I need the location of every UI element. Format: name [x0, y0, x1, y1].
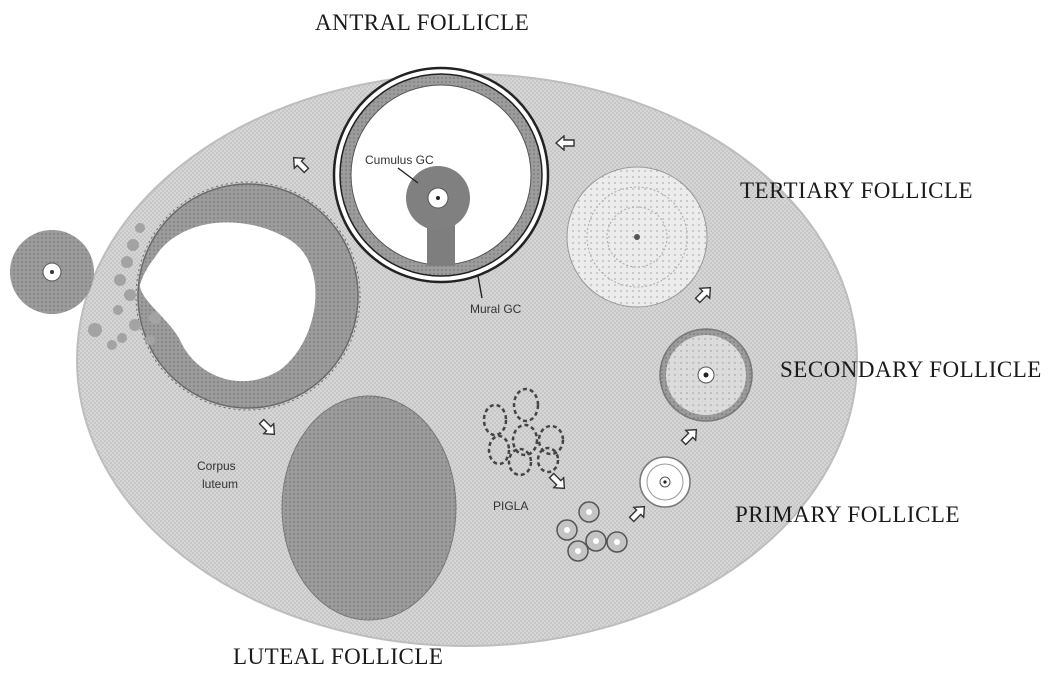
label-corpus: Corpus	[197, 459, 236, 473]
label-luteal-follicle: LUTEAL FOLLICLE	[233, 644, 443, 669]
label-cumulus-gc: Cumulus GC	[365, 153, 434, 167]
corpus-luteum	[282, 396, 456, 620]
tertiary-follicle	[567, 167, 707, 307]
label-tertiary-follicle: TERTIARY FOLLICLE	[740, 178, 973, 203]
label-secondary-follicle: SECONDARY FOLLICLE	[780, 357, 1042, 382]
label-luteum: luteum	[202, 477, 238, 491]
secondary-follicle	[660, 329, 752, 421]
label-primary-follicle: PRIMARY FOLLICLE	[735, 502, 960, 527]
label-pgla: PIGLA	[493, 499, 528, 513]
label-mural-gc: Mural GC	[470, 302, 522, 316]
primary-follicle	[640, 457, 690, 507]
label-antral-follicle: ANTRAL FOLLICLE	[315, 10, 529, 35]
released-oocyte	[10, 230, 94, 314]
